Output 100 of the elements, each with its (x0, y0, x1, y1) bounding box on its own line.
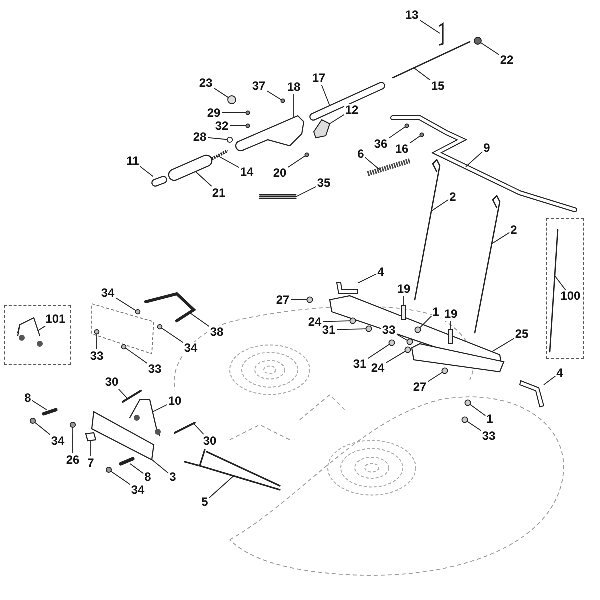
callout-number: 27 (412, 380, 428, 394)
callout-number: 13 (404, 8, 420, 22)
nut (135, 309, 141, 315)
leader-line (396, 334, 408, 342)
callout-number: 21 (211, 186, 227, 200)
leader-line (221, 112, 247, 114)
leader-line (190, 312, 210, 328)
washer (228, 96, 236, 104)
callout-number: 33 (481, 430, 497, 442)
inset-frame (4, 305, 71, 365)
rod (474, 194, 501, 334)
callout-number: 30 (202, 434, 218, 448)
callout-number: 7 (86, 456, 96, 470)
leader-line (364, 157, 380, 170)
leader-line (115, 297, 137, 312)
callout-number: 32 (214, 120, 230, 132)
spring (211, 150, 229, 160)
callout-number: 30 (104, 376, 120, 388)
callout-number: 1 (432, 306, 440, 318)
leader-line (130, 464, 144, 474)
nut (30, 418, 36, 424)
leader-line (492, 338, 515, 352)
bolt (306, 296, 314, 304)
handle-tube (168, 154, 213, 182)
leader-line (34, 422, 51, 436)
callout-number: 31 (352, 358, 368, 370)
leader-line (96, 334, 98, 350)
callout-number: 24 (307, 316, 323, 328)
leader-line (544, 376, 556, 386)
leader-line (266, 90, 282, 100)
nut (106, 466, 112, 474)
tube (310, 82, 386, 121)
leader-line (330, 114, 345, 124)
callout-number: 4 (556, 366, 564, 380)
callout-number: 11 (126, 154, 140, 168)
callout-number: 31 (321, 324, 337, 336)
callout-number: 28 (192, 130, 208, 144)
leader-line (466, 151, 484, 168)
callout-number: 1 (486, 412, 494, 426)
leader-line (32, 400, 48, 410)
leader-line (213, 88, 230, 98)
nut (246, 110, 250, 116)
callout-number: 14 (239, 166, 255, 178)
leader-line (218, 156, 240, 168)
bolt (122, 390, 142, 403)
callout-number: 33 (89, 350, 105, 362)
leader-line (140, 166, 154, 178)
callout-number: 36 (373, 138, 389, 150)
callout-number: 8 (24, 392, 32, 404)
nut (94, 329, 100, 335)
callout-number: 34 (183, 342, 199, 354)
callout-number: 34 (100, 286, 116, 300)
callout-number: 8 (144, 470, 152, 484)
bolt (442, 368, 448, 374)
leader-line (322, 320, 351, 322)
nut (246, 124, 250, 128)
pin (119, 457, 135, 466)
callout-number: 29 (206, 106, 222, 120)
callout-number: 20 (272, 166, 288, 180)
callout-number: 101 (44, 313, 67, 326)
spacer (402, 306, 406, 320)
spacer (350, 318, 356, 324)
callout-number: 22 (499, 54, 515, 66)
leader-line (385, 351, 406, 364)
bolt (174, 422, 196, 434)
leader-line (296, 186, 317, 198)
callout-number: 15 (430, 80, 446, 92)
spring (129, 399, 161, 437)
rod (549, 229, 558, 352)
rod (414, 158, 441, 301)
nut (157, 324, 163, 330)
leader-line (90, 440, 92, 457)
pin (280, 98, 286, 104)
callout-number: 26 (65, 454, 81, 466)
inset-frame (546, 218, 584, 359)
bolt (388, 340, 396, 346)
leader-line (336, 328, 367, 330)
leader-line (419, 20, 440, 34)
leader-line (208, 476, 234, 499)
spacer (404, 346, 412, 354)
lift-bar (390, 116, 578, 212)
lever-arm (184, 449, 281, 491)
callout-number: 19 (443, 308, 459, 320)
callout-number: 5 (200, 496, 210, 508)
callout-number: 34 (130, 484, 146, 496)
leader-line (110, 471, 131, 486)
callout-number: 27 (275, 294, 291, 306)
leader-line (432, 199, 450, 212)
nut (462, 416, 468, 424)
leader-line (414, 68, 431, 81)
cam (313, 119, 331, 139)
callout-number: 17 (311, 72, 327, 84)
leader-line (480, 42, 500, 56)
handle-rod (144, 292, 196, 322)
leader-line (125, 348, 148, 364)
strip-stack (259, 194, 297, 200)
callout-number: 3 (168, 470, 178, 484)
spring (367, 158, 411, 176)
nut (70, 422, 76, 428)
callout-number: 35 (316, 176, 332, 190)
